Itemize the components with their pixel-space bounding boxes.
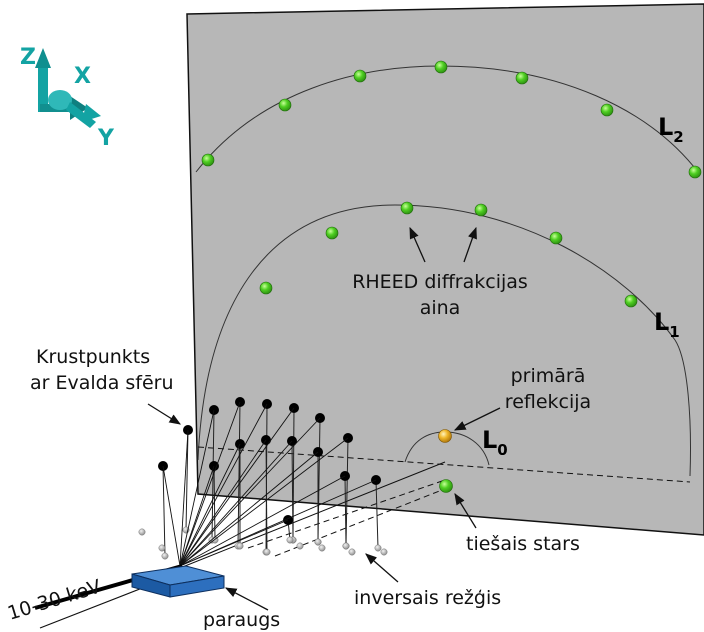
diffraction-spot: [515, 71, 529, 85]
lattice-point: [286, 536, 294, 544]
level-l2-label: L2: [658, 113, 684, 146]
axis-x-label: X: [74, 64, 91, 89]
annotation-arrows: [147, 226, 501, 611]
arrow-sample: [224, 587, 269, 611]
scattered-beam: [179, 439, 267, 567]
scattered-beam: [179, 519, 289, 567]
coordinate-axes-icon: Z X Y: [20, 45, 115, 151]
diffraction-spot: [474, 203, 488, 217]
level-l2-sub: 2: [673, 128, 683, 146]
rheed-label-line2: aina: [420, 297, 461, 319]
primary-reflection-spot: [438, 429, 452, 443]
diffraction-spot: [400, 201, 414, 215]
lattice-point: [138, 528, 146, 536]
scattered-beams: [162, 401, 377, 567]
arrow-primary: [453, 407, 501, 431]
scattered-beam: [179, 417, 321, 567]
level-l0-letter: L: [482, 426, 497, 454]
lattice-point: [318, 544, 326, 552]
lattice-rod: [375, 479, 379, 549]
arrow-rheed-right: [463, 226, 477, 263]
diffraction-spot: [278, 98, 292, 112]
diffraction-spots: [201, 60, 702, 308]
axis-z-label: Z: [20, 45, 36, 70]
ewald-intersection-label-line1: Krustpunkts: [36, 346, 150, 368]
primary-reflection-label-line1: primārā: [511, 365, 586, 387]
sample-label: paraugs: [203, 609, 280, 631]
lattice-point: [296, 542, 304, 550]
lattice-rod: [162, 465, 166, 557]
reciprocal-lattice-label: inversais režģis: [354, 587, 501, 609]
scattered-beam: [162, 465, 181, 567]
scattered-beam: [179, 443, 241, 567]
diffraction-spot: [434, 60, 448, 74]
lattice-rod: [265, 439, 268, 553]
reciprocal-lattice: [138, 397, 388, 560]
level-l0-label: L0: [482, 426, 508, 459]
lattice-point: [158, 544, 166, 552]
lattice-rod: [185, 429, 189, 531]
arrow-lattice: [365, 553, 399, 583]
scattered-beam: [179, 437, 349, 567]
diffraction-spot: [549, 231, 563, 245]
diffraction-spot: [688, 165, 702, 179]
lattice-point: [314, 538, 322, 546]
direct-beam-spot: [439, 479, 453, 493]
direct-beam-label: tiešais stars: [466, 533, 580, 555]
scattered-beam: [179, 409, 215, 567]
lattice-point: [161, 552, 169, 560]
arrow-ewald: [147, 403, 181, 425]
lattice-rod: [345, 437, 349, 547]
ewald-intersection-label-line2: ar Evalda sfēru: [30, 372, 174, 394]
axis-y-label: Y: [97, 126, 115, 151]
scattered-beam: [179, 451, 319, 567]
lattice-point: [374, 544, 382, 552]
diffraction-spot: [325, 226, 339, 240]
scattered-beam: [179, 407, 295, 567]
lattice-rod: [344, 475, 347, 547]
diffraction-spot: [624, 294, 638, 308]
lattice-point: [236, 542, 244, 550]
laue-ring-l1: [197, 204, 691, 477]
level-l0-sub: 0: [497, 441, 507, 459]
level-l1-label: L1: [654, 308, 680, 341]
incident-beam-lower: [39, 584, 151, 629]
scattered-beam: [179, 401, 241, 567]
level-l1-letter: L: [654, 308, 669, 336]
primary-reflection-label-line2: reflekcija: [505, 391, 591, 413]
diffraction-spot: [259, 281, 273, 295]
diffraction-spot: [201, 153, 215, 167]
scattered-beam: [179, 403, 268, 567]
diffraction-spot: [600, 103, 614, 117]
lattice-point: [380, 548, 388, 556]
lattice-point: [348, 548, 356, 556]
arrow-direct: [454, 493, 477, 529]
beam-energy-label: 10-30 keV: [5, 576, 103, 625]
scattered-beam: [179, 429, 189, 567]
scattered-beam: [179, 440, 293, 567]
lattice-rod: [291, 440, 294, 541]
diffraction-spot: [353, 69, 367, 83]
scattered-beam: [179, 475, 346, 567]
arrow-rheed-left: [409, 226, 426, 263]
level-l1-sub: 1: [669, 323, 679, 341]
lattice-point: [342, 542, 350, 550]
level-l2-letter: L: [658, 113, 673, 141]
detector-screen: [186, 3, 704, 536]
scattered-beam: [179, 465, 215, 567]
lattice-point: [263, 548, 271, 556]
sample: [131, 565, 225, 598]
rheed-label-line1: RHEED diffrakcijas: [352, 271, 528, 293]
